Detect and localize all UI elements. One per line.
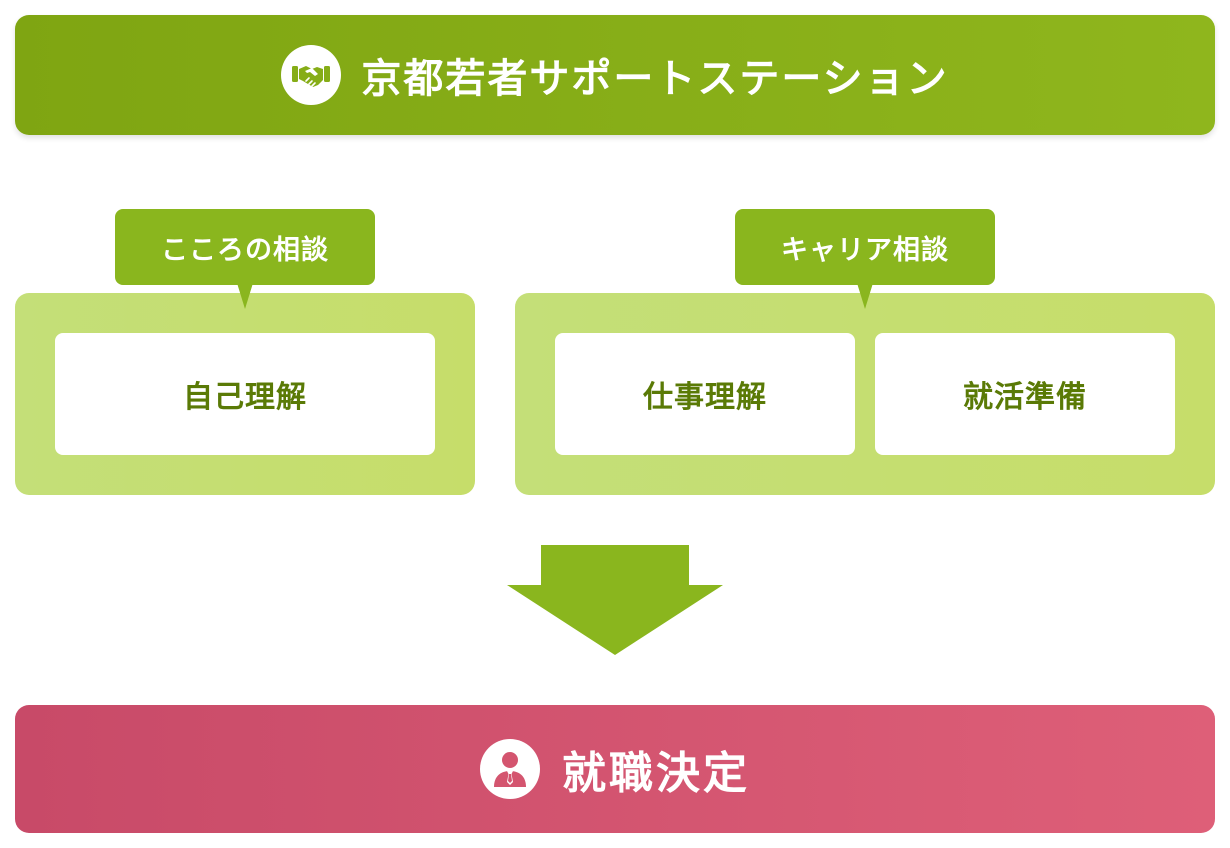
person-icon	[494, 752, 526, 787]
item-card-job-understanding: 仕事理解	[555, 333, 855, 455]
person-icon-badge	[480, 739, 540, 799]
item-card-job-hunting-prep: 就活準備	[875, 333, 1175, 455]
item-card-self-understanding: 自己理解	[55, 333, 435, 455]
category-label-career: キャリア相談	[735, 209, 995, 309]
top-banner: 京都若者サポートステーション	[15, 15, 1215, 135]
career-panel: 仕事理解 就活準備	[515, 293, 1215, 495]
down-arrow-icon	[507, 545, 723, 655]
top-banner-title: 京都若者サポートステーション	[361, 56, 949, 102]
bottom-banner: 就職決定	[15, 705, 1215, 833]
bottom-banner-title: 就職決定	[562, 748, 750, 799]
kokoro-panel: 自己理解	[15, 293, 475, 495]
category-label-kokoro: こころの相談	[115, 209, 375, 309]
handshake-icon	[292, 66, 331, 87]
handshake-icon-badge	[281, 45, 342, 105]
